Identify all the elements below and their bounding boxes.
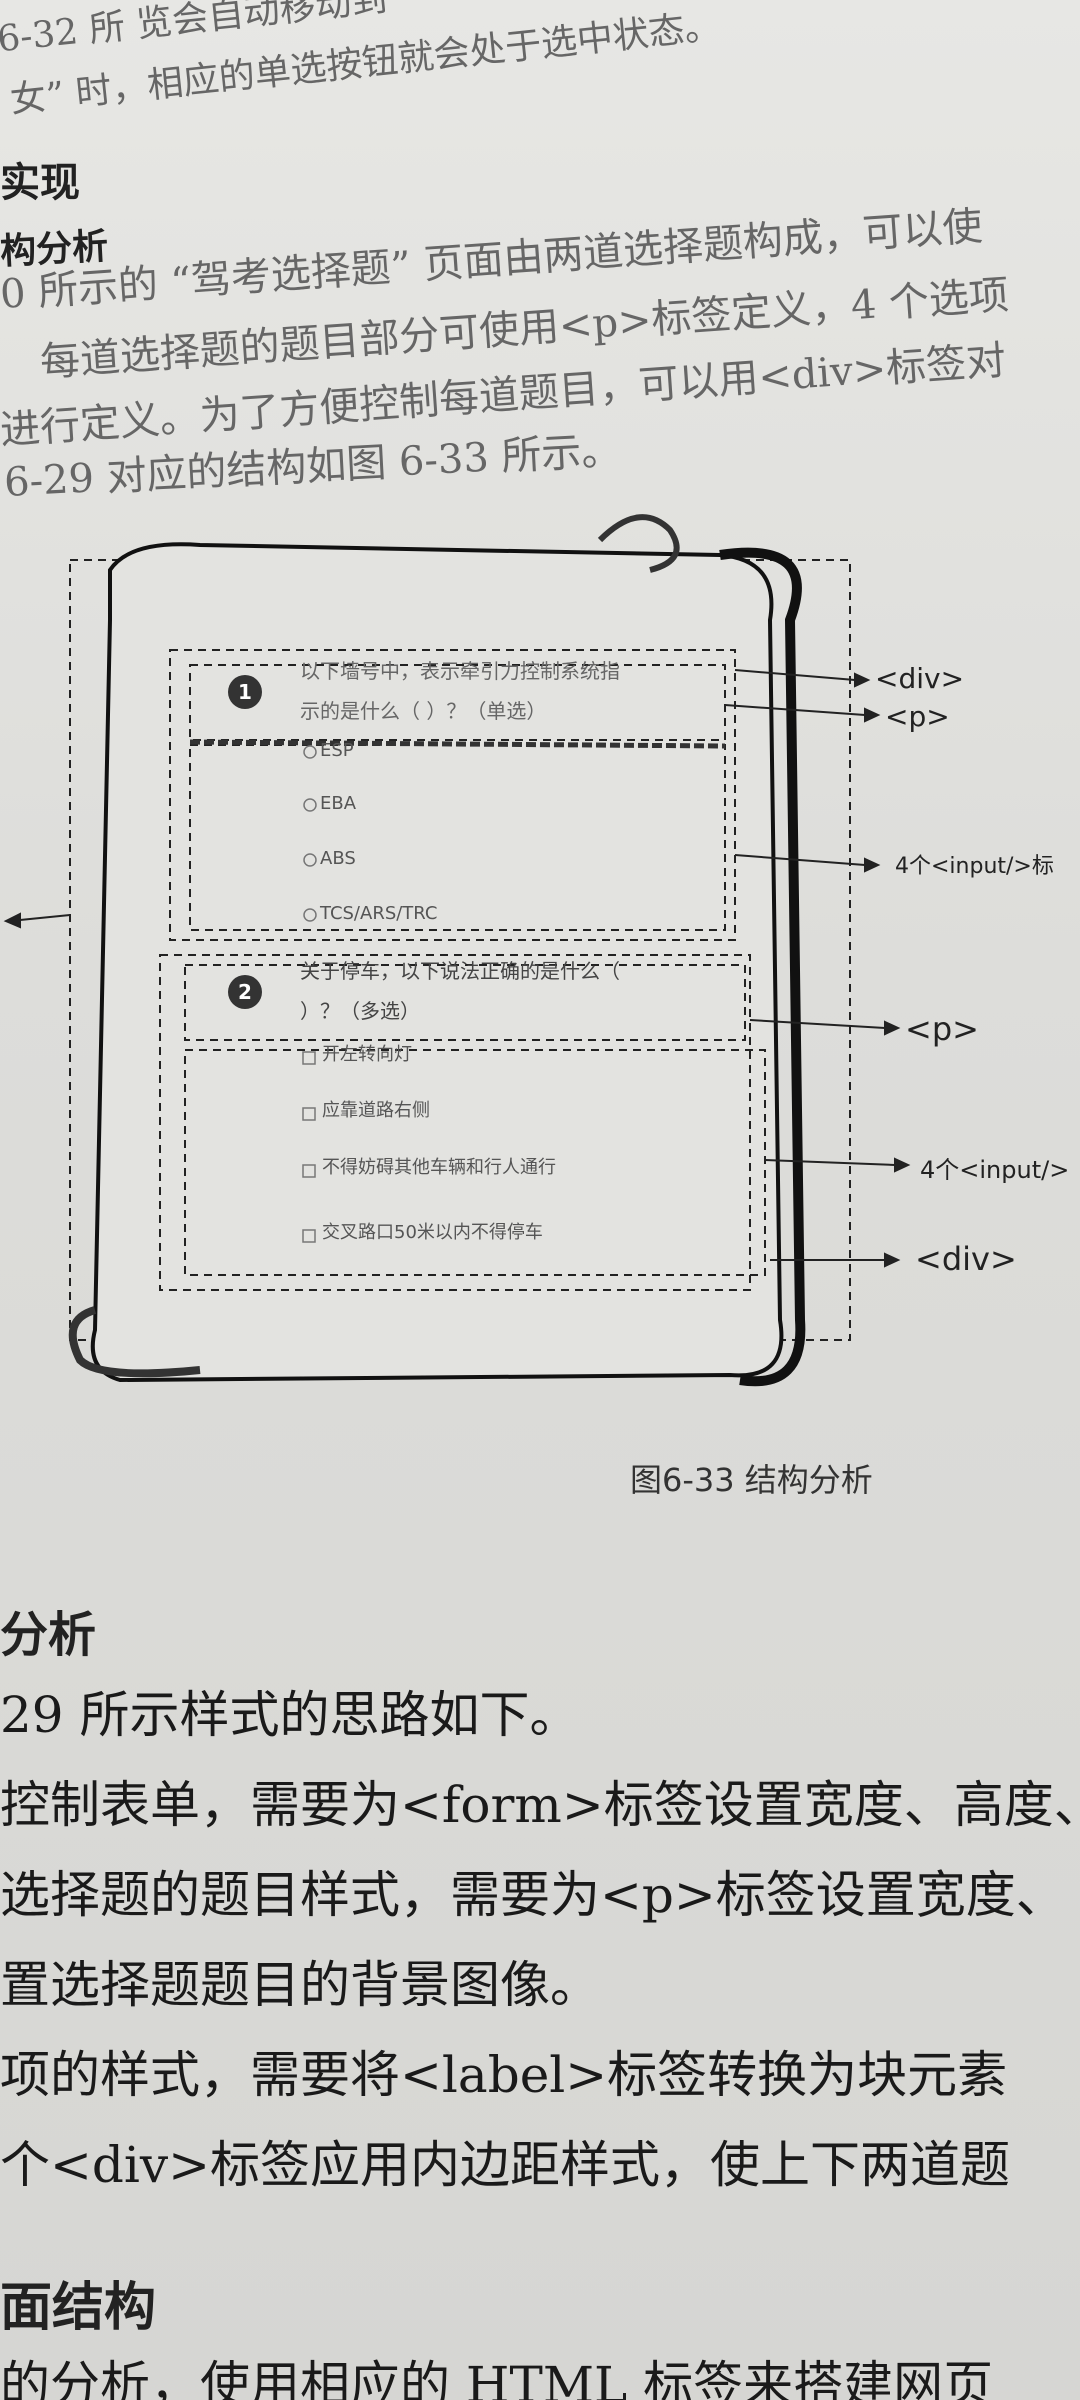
q1-option-4: TCS/ARS/TRC xyxy=(320,903,438,924)
label-p-1: <p> xyxy=(885,700,950,733)
body-line-1: 29 所示样式的思路如下。 xyxy=(0,1686,580,1744)
label-div-1: <div> xyxy=(875,662,965,695)
section-heading-implementation: 实现 xyxy=(0,160,80,206)
q2-div-box xyxy=(159,954,751,1291)
label-div-2: <div> xyxy=(915,1240,1017,1278)
q2-text-line-1: 关于停车，以下说法正确的是什么（ xyxy=(300,959,620,983)
q2-number-circle xyxy=(228,975,262,1009)
q1-p-box xyxy=(189,664,726,741)
body-line-4: 置选择题题目的背景图像。 xyxy=(0,1956,600,2014)
q1-separator xyxy=(189,739,726,749)
body-line-7: 的分析，使用相应的 HTML 标签来搭建网页 xyxy=(0,2356,994,2400)
body-line-2: 控制表单，需要为<form>标签设置宽度、高度、 xyxy=(0,1776,1080,1834)
structure-figure: 以下墙号中，表示牵引力控制系统指 示的是什么（ ）？（单选） 1 ESP EBA… xyxy=(0,500,1080,1430)
body-line-5: 项的样式，需要将<label>标签转换为块元素 xyxy=(0,2046,1008,2104)
label-input-2: 4个<input/> xyxy=(920,1156,1070,1184)
q2-option-2: 应靠道路右侧 xyxy=(322,1100,430,1121)
label-input-1: 4个<input/>标 xyxy=(895,854,1054,879)
q2-text-line-2: ）？（多选） xyxy=(300,999,420,1023)
scroll-curl-bottom xyxy=(68,1306,201,1378)
figure-caption: 图6-33 结构分析 xyxy=(630,1461,873,1499)
body-line-3: 选择题的题目样式，需要为<p>标签设置宽度、 xyxy=(0,1866,1066,1924)
section-heading-analysis: 分析 xyxy=(0,1607,97,1663)
q1-text-line-2: 示的是什么（ ）？（单选） xyxy=(300,699,547,723)
scroll-curl-top xyxy=(597,514,680,573)
q1-option-2: EBA xyxy=(320,793,357,814)
section-heading-page-structure: 面结构 xyxy=(0,2278,157,2338)
q1-number-circle xyxy=(228,675,262,709)
q2-number: 2 xyxy=(238,980,252,1004)
body-line-6: 个<div>标签应用内边距样式，使上下两道题 xyxy=(0,2136,1011,2194)
q1-text-line-1: 以下墙号中，表示牵引力控制系统指 xyxy=(300,659,620,683)
q2-inputs-box xyxy=(184,1049,766,1276)
q2-option-3: 不得妨碍其他车辆和行人通行 xyxy=(322,1157,556,1178)
scroll-edge xyxy=(719,547,806,1387)
q2-p-box xyxy=(184,964,746,1041)
label-p-2: <p> xyxy=(905,1010,979,1048)
q1-option-3: ABS xyxy=(320,848,356,869)
q2-option-4: 交叉路口50米以内不得停车 xyxy=(322,1222,543,1243)
q1-div-box xyxy=(169,649,736,941)
q2-option-1: 开左转向灯 xyxy=(322,1044,412,1065)
q1-option-1: ESP xyxy=(320,740,354,761)
scroll-diagram xyxy=(3,514,911,1387)
q1-number: 1 xyxy=(238,680,252,704)
